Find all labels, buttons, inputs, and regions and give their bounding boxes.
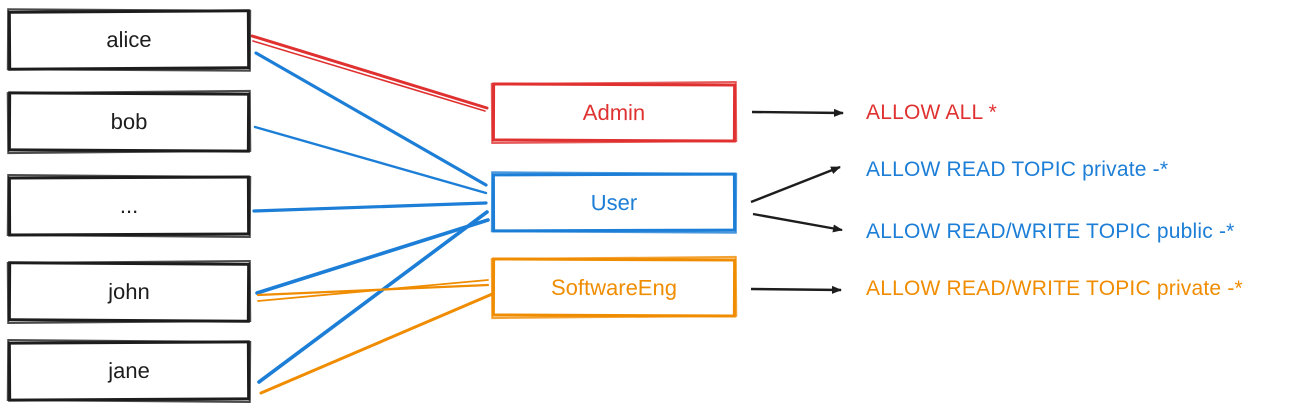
arrow-softwareeng-allow-readwrite-private	[750, 285, 842, 294]
user-label: bob	[110, 108, 148, 135]
user-label: jane	[108, 357, 150, 384]
arrow-user-allow-readwrite-public	[752, 212, 843, 233]
user-box-john: john	[7, 261, 251, 323]
arrow-admin-allow-all	[751, 108, 844, 117]
role-box-softwareeng: SoftwareEng	[491, 257, 737, 318]
permission-text-allow-read-topic-private: ALLOW READ TOPIC private -*	[866, 158, 1169, 181]
user-label: alice	[106, 26, 152, 53]
permission-text-allow-readwrite-topic-public: ALLOW READ/WRITE TOPIC public -*	[866, 220, 1235, 243]
permission-text-allow-all: ALLOW ALL *	[866, 101, 997, 124]
role-box-admin: Admin	[491, 82, 737, 143]
user-box-others: ...	[7, 175, 251, 237]
user-box-alice: alice	[7, 9, 251, 71]
edge-john-softwareeng	[256, 279, 490, 302]
role-label: SoftwareEng	[550, 274, 678, 300]
user-box-jane: jane	[7, 340, 251, 402]
user-label: ...	[119, 192, 139, 219]
edge-others-user	[252, 201, 488, 213]
role-label: User	[590, 189, 638, 215]
edge-bob-user	[253, 125, 488, 195]
edge-jane-softwareeng	[259, 290, 499, 395]
user-box-bob: bob	[7, 91, 251, 153]
edge-john-user	[255, 218, 490, 295]
edge-alice-user	[254, 51, 488, 187]
edge-jane-user	[257, 210, 489, 384]
arrow-user-allow-read-private	[750, 165, 841, 204]
user-label: john	[108, 278, 150, 305]
role-label: Admin	[582, 99, 646, 125]
edge-alice-admin	[250, 34, 489, 112]
permission-text-allow-readwrite-topic-private: ALLOW READ/WRITE TOPIC private -*	[866, 277, 1243, 300]
role-box-user: User	[491, 172, 737, 233]
